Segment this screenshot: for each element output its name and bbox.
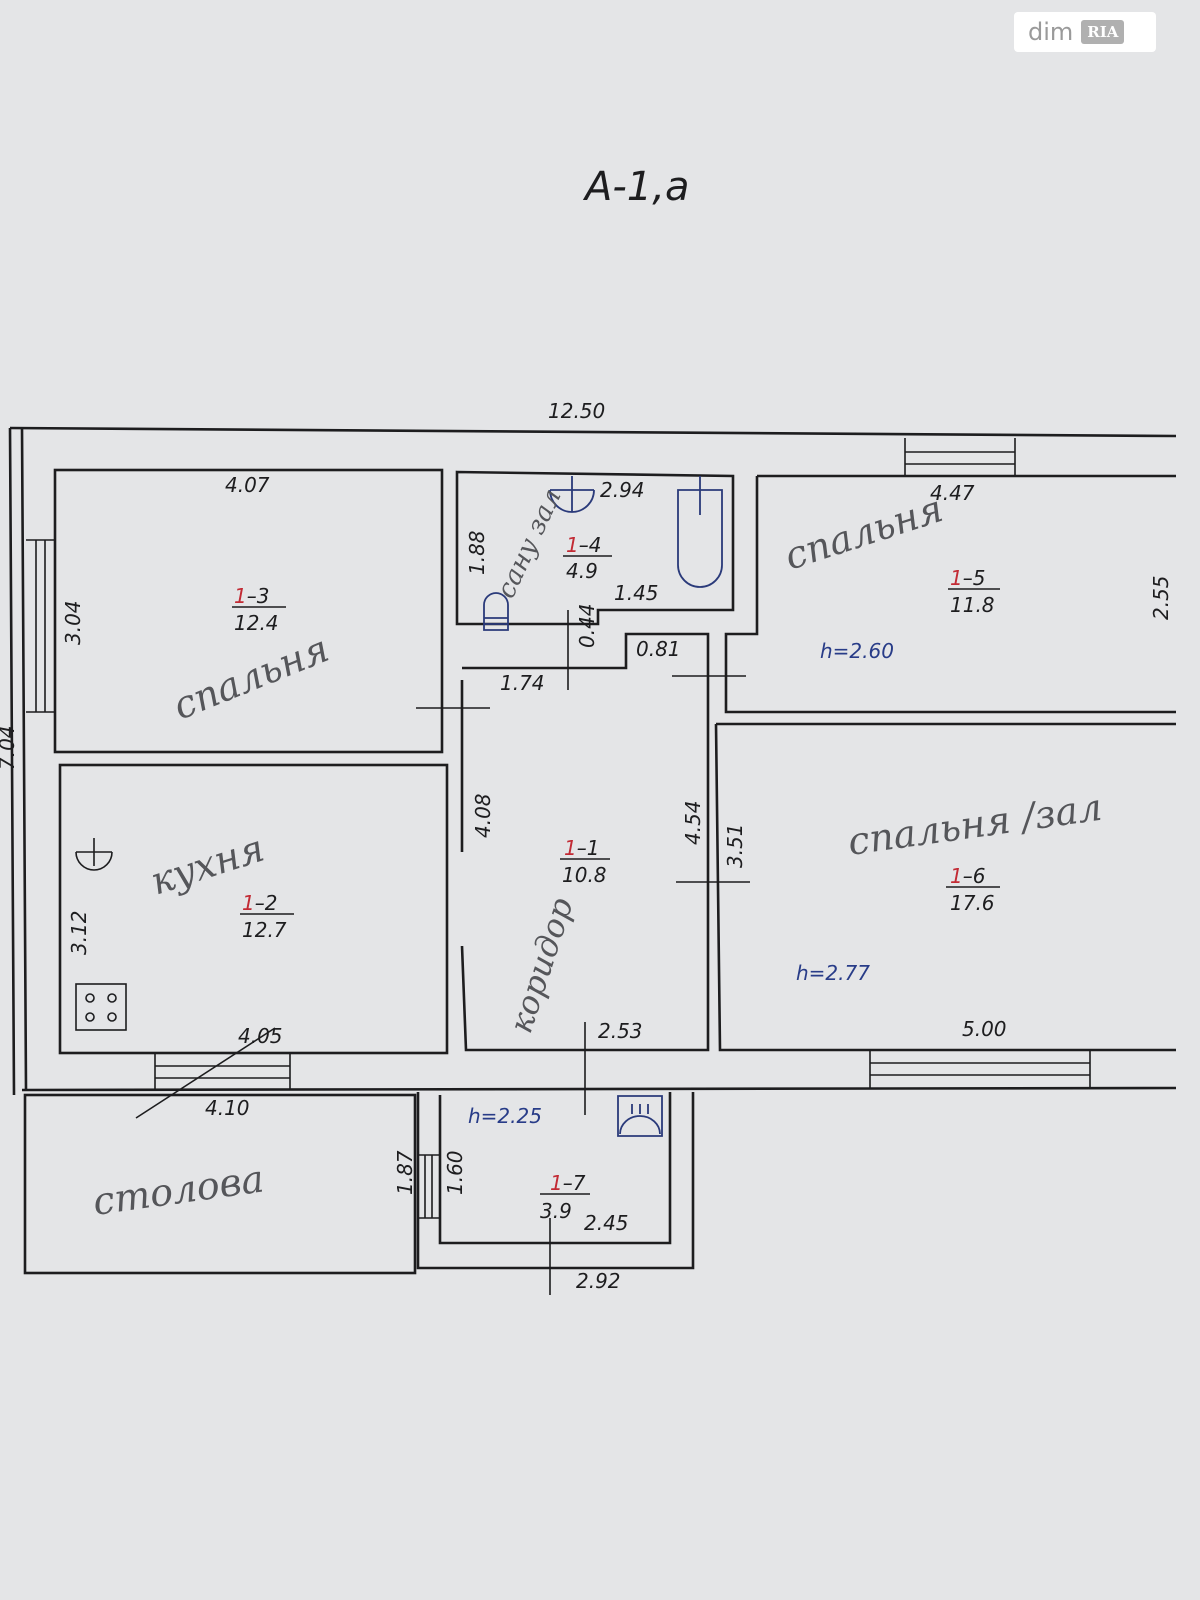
toilet-icon bbox=[483, 592, 509, 631]
dim-corridor-depth: 4.08 bbox=[471, 793, 495, 838]
room-label: спальня /зал bbox=[845, 785, 1105, 864]
room-1-1: 1–1 10.8 коридор bbox=[501, 836, 610, 1037]
room-1-7: 1–7 3.9 h=2.25 bbox=[468, 1104, 590, 1223]
dim-corridor-top: 1.74 bbox=[500, 671, 545, 695]
dim-r12-depth: 3.12 bbox=[67, 910, 91, 955]
dining-area-outline bbox=[23, 1093, 417, 1275]
bathtub-icon bbox=[677, 476, 723, 588]
svg-text:4.9: 4.9 bbox=[566, 559, 598, 583]
room-label: коридор bbox=[501, 893, 580, 1037]
svg-text:12.4: 12.4 bbox=[234, 611, 279, 635]
dim-r14-width: 2.94 bbox=[600, 478, 645, 502]
dim-corridor-bottom: 2.53 bbox=[598, 1019, 643, 1043]
logo-dim-text: dim bbox=[1028, 18, 1074, 46]
room-label: спальня bbox=[167, 626, 335, 728]
dim-r15-depth: 2.55 bbox=[1149, 575, 1173, 620]
doors bbox=[135, 610, 750, 1295]
svg-text:1–6: 1–6 bbox=[950, 864, 985, 888]
svg-text:11.8: 11.8 bbox=[950, 593, 995, 617]
svg-text:1–7: 1–7 bbox=[550, 1171, 586, 1195]
dim-corridor-notch: 0.81 bbox=[636, 637, 681, 661]
kitchen-sink-icon bbox=[75, 838, 113, 871]
room-1-2: 1–2 12.7 кухня bbox=[145, 826, 294, 942]
stove-burners bbox=[85, 993, 117, 1022]
walls bbox=[8, 426, 1177, 1275]
sink-icon bbox=[549, 476, 595, 513]
dim-r17-inner-width: 2.45 bbox=[584, 1211, 629, 1235]
dim-r13-depth: 3.04 bbox=[61, 600, 85, 645]
boiler-icon bbox=[617, 1095, 663, 1137]
dim-r14-inner: 1.45 bbox=[614, 581, 659, 605]
room-label: спальня bbox=[779, 486, 948, 578]
dim-ria-logo: dim RIA bbox=[1014, 12, 1156, 52]
svg-text:1–5: 1–5 bbox=[950, 566, 985, 590]
room-1-5: 1–5 11.8 спальня h=2.60 bbox=[779, 486, 1000, 663]
room-1-3: 1–3 12.4 спальня bbox=[167, 584, 335, 728]
logo-ria-badge: RIA bbox=[1081, 20, 1125, 44]
dim-r16-width: 5.00 bbox=[962, 1017, 1007, 1041]
dim-r14-step: 0.44 bbox=[575, 603, 599, 648]
svg-text:1–2: 1–2 bbox=[242, 891, 277, 915]
dim-total-depth: 7.04 bbox=[0, 725, 19, 770]
svg-text:1–1: 1–1 bbox=[564, 836, 599, 860]
dimension-labels: 12.50 7.04 4.07 3.04 2.94 1.88 1.45 0.44… bbox=[0, 399, 1173, 1293]
dim-total-width: 12.50 bbox=[548, 399, 605, 423]
svg-text:12.7: 12.7 bbox=[242, 918, 287, 942]
dim-r12-inner-width: 4.05 bbox=[238, 1024, 283, 1048]
room-1-6: 1–6 17.6 спальня /зал h=2.77 bbox=[796, 785, 1105, 985]
room-1-4: 1–4 4.9 сану зал bbox=[491, 484, 612, 603]
svg-text:1–3: 1–3 bbox=[234, 584, 269, 608]
dim-r17-inner-depth: 1.60 bbox=[443, 1150, 467, 1195]
dim-r14-depth: 1.88 bbox=[465, 530, 489, 575]
ceiling-height: h=2.77 bbox=[796, 961, 870, 985]
stove-icon bbox=[75, 983, 127, 1031]
ceiling-height: h=2.60 bbox=[820, 639, 894, 663]
plan-title: А-1,а bbox=[582, 164, 689, 210]
dim-r15-width: 4.47 bbox=[930, 481, 975, 505]
dim-r16-depth: 3.51 bbox=[723, 823, 747, 868]
dim-r12-outer-width: 4.10 bbox=[205, 1096, 250, 1120]
svg-text:1–4: 1–4 bbox=[566, 533, 601, 557]
dim-r13-width: 4.07 bbox=[225, 473, 270, 497]
room-label: сану зал bbox=[491, 484, 568, 603]
dining-area-label: столова bbox=[90, 1156, 266, 1224]
ceiling-height: h=2.25 bbox=[468, 1104, 542, 1128]
dim-corridor-right: 4.54 bbox=[681, 800, 705, 845]
svg-text:10.8: 10.8 bbox=[562, 863, 607, 887]
svg-text:3.9: 3.9 bbox=[540, 1199, 572, 1223]
dim-r17-outer-width: 2.92 bbox=[576, 1269, 621, 1293]
windows bbox=[26, 438, 1091, 1219]
dim-r17-outer-depth: 1.87 bbox=[393, 1150, 417, 1195]
fixtures bbox=[75, 476, 723, 1137]
svg-text:17.6: 17.6 bbox=[950, 891, 995, 915]
